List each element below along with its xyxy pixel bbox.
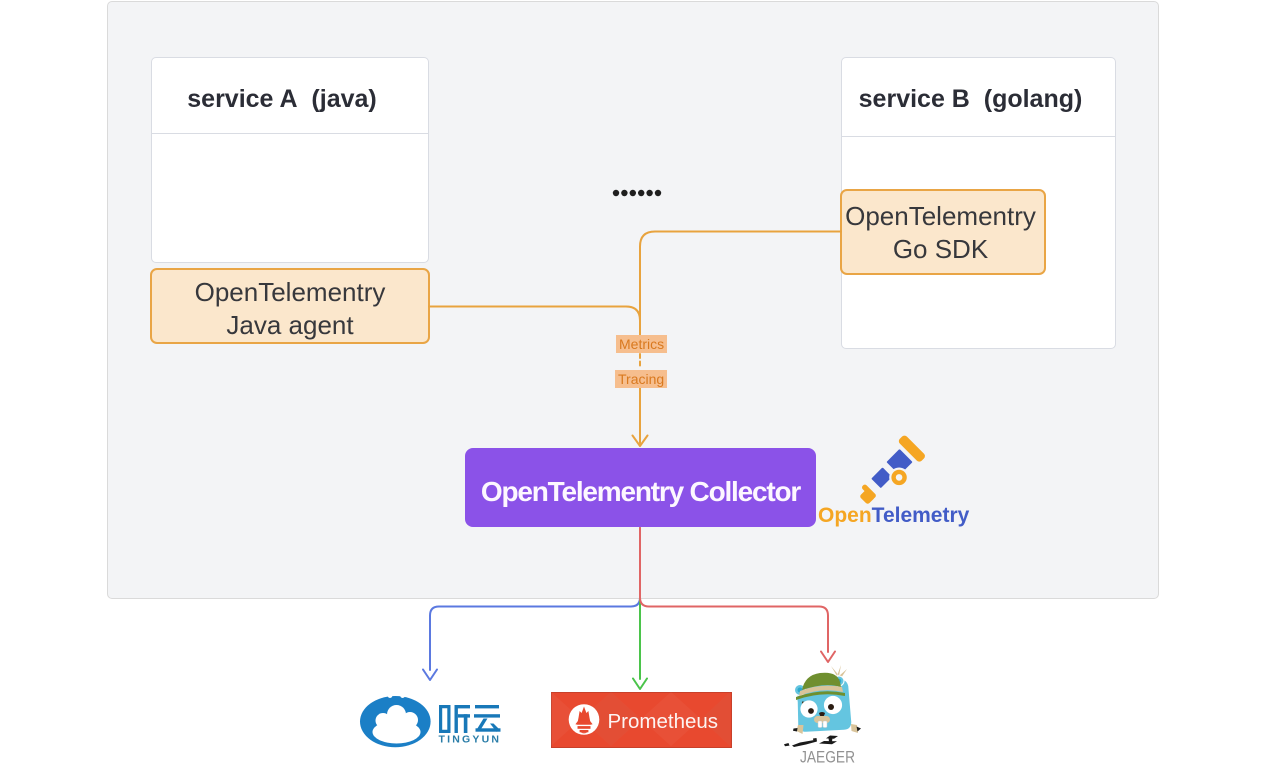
svg-text:TINGYUN: TINGYUN [439,734,502,746]
svg-text:OpenTelemetry: OpenTelemetry [818,504,970,527]
svg-text:Prometheus: Prometheus [608,710,719,733]
svg-text:JAEGER: JAEGER [800,748,855,767]
